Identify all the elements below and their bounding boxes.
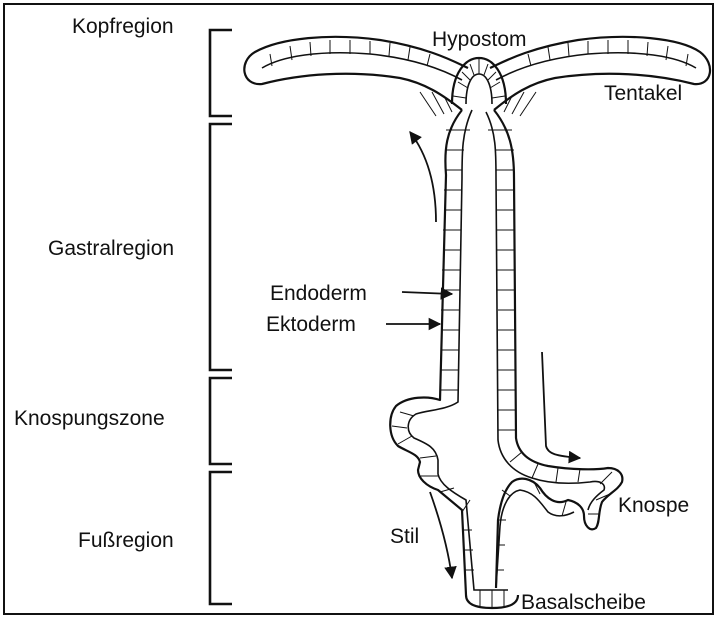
bracket-gastralregion <box>210 124 232 370</box>
label-knospungszone: Knospungszone <box>14 407 165 430</box>
bracket-fussregion <box>210 472 232 604</box>
arrow-down-to-bud <box>542 352 580 458</box>
label-endoderm: Endoderm <box>270 282 367 305</box>
neck-cells <box>420 92 536 116</box>
arrow-up-gastral <box>410 132 436 222</box>
bracket-kopfregion <box>210 30 232 116</box>
pointer-endoderm <box>402 292 452 294</box>
bracket-knospungszone <box>210 378 232 464</box>
arrow-down-stalk <box>430 492 452 578</box>
label-ektoderm: Ektoderm <box>266 313 356 336</box>
flow-arrows <box>386 132 580 578</box>
hypostom-inner <box>466 74 492 104</box>
label-stil: Stil <box>390 525 419 548</box>
label-basalscheibe: Basalscheibe <box>521 591 646 614</box>
region-brackets <box>210 30 232 604</box>
label-gastralregion: Gastralregion <box>48 237 174 260</box>
label-kopfregion: Kopfregion <box>72 15 174 38</box>
label-hypostom: Hypostom <box>432 28 527 51</box>
label-fussregion: Fußregion <box>78 529 174 552</box>
body-right-cells <box>488 130 612 570</box>
label-tentakel: Tentakel <box>604 82 682 105</box>
label-knospe: Knospe <box>618 494 689 517</box>
